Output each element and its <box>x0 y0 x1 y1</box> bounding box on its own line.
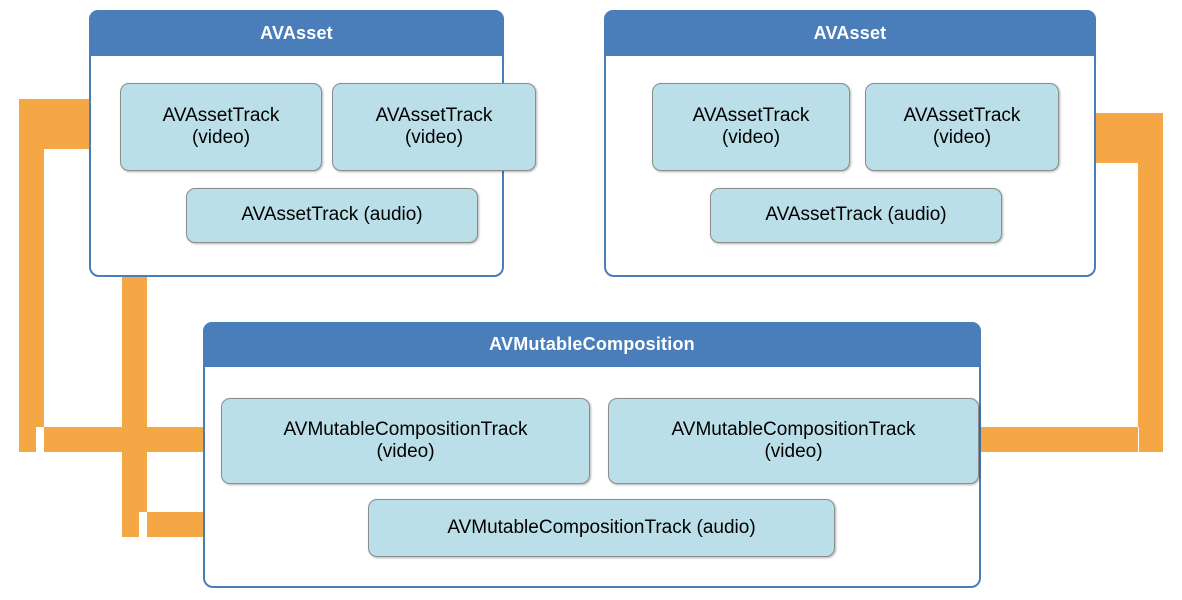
track-comp-video-1[interactable]: AVMutableCompositionTrack (video) <box>221 398 590 484</box>
container-title: AVAsset <box>260 22 333 43</box>
track-label-line1: AVAssetTrack <box>162 104 280 126</box>
track-label-line1: AVAssetTrack (audio) <box>241 204 423 226</box>
track-asset-left-video-2[interactable]: AVAssetTrack (video) <box>332 83 536 171</box>
track-label-line1: AVMutableCompositionTrack <box>283 418 528 440</box>
track-label-line2: (video) <box>721 127 781 148</box>
track-comp-video-2[interactable]: AVMutableCompositionTrack (video) <box>608 398 979 484</box>
track-asset-left-video-1[interactable]: AVAssetTrack (video) <box>120 83 322 171</box>
container-header-avmutablecomposition: AVMutableComposition <box>203 322 981 367</box>
track-asset-right-video-2[interactable]: AVAssetTrack (video) <box>865 83 1059 171</box>
container-title: AVMutableComposition <box>489 334 695 354</box>
container-avmutablecomposition: AVMutableComposition AVMutableCompositio… <box>203 322 981 588</box>
track-label-line1: AVAssetTrack (audio) <box>765 204 947 226</box>
track-asset-right-video-1[interactable]: AVAssetTrack (video) <box>652 83 850 171</box>
track-label-line1: AVMutableCompositionTrack <box>671 418 916 440</box>
track-label-line2: (video) <box>191 127 251 148</box>
track-label-line2: (video) <box>764 441 823 462</box>
container-header-avasset-right: AVAsset <box>604 10 1096 56</box>
container-avasset-left: AVAsset AVAssetTrack (video) AVAssetTrac… <box>89 10 536 277</box>
track-label-line1: AVAssetTrack <box>903 104 1021 126</box>
track-label-line2: (video) <box>932 127 992 148</box>
container-avasset-right: AVAsset AVAssetTrack (video) AVAssetTrac… <box>604 10 1096 277</box>
track-label-line2: (video) <box>376 441 435 462</box>
track-label-line1: AVMutableCompositionTrack (audio) <box>447 516 756 538</box>
track-label-line2: (video) <box>404 127 464 148</box>
container-header-avasset-left: AVAsset <box>89 10 504 56</box>
container-title: AVAsset <box>813 22 887 43</box>
track-label-line1: AVAssetTrack <box>375 104 493 126</box>
track-asset-left-audio[interactable]: AVAssetTrack (audio) <box>186 188 478 243</box>
track-label-line1: AVAssetTrack <box>692 104 810 126</box>
track-comp-audio[interactable]: AVMutableCompositionTrack (audio) <box>368 499 835 557</box>
track-asset-right-audio[interactable]: AVAssetTrack (audio) <box>710 188 1002 243</box>
